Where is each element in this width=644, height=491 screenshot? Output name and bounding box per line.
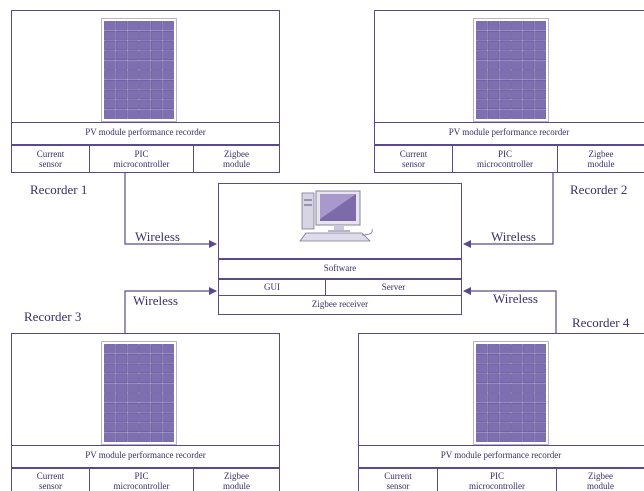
recorder-2-caption-box: [374, 122, 644, 145]
recorder-3-pic-microcontroller: PIC microcontroller: [89, 468, 194, 491]
wire-recorder-2: [463, 173, 554, 248]
wire-recorder-1: [124, 173, 217, 248]
recorder-4-current-sensor: Current sensor: [358, 468, 438, 491]
solar-panel-4: [473, 341, 549, 445]
recorder-4-label: Recorder 4: [572, 315, 630, 330]
recorder-4-caption-box: [358, 445, 644, 468]
recorder-3-label: Recorder 3: [24, 309, 82, 324]
recorder-1-caption: PV module performance recorder: [85, 127, 206, 137]
recorder-2-current-sensor: Current sensor: [374, 145, 453, 173]
solar-panel-2: [473, 18, 549, 122]
recorder-4-zigbee-module: Zigbee module: [556, 468, 644, 491]
wireless-label-1: Wireless: [135, 229, 180, 244]
software-label: Software: [323, 263, 357, 273]
server-label: Server: [381, 282, 406, 292]
recorder-1-current-sensor: Current sensor: [11, 145, 90, 173]
recorder-1-pic-microcontroller: PIC microcontroller: [89, 145, 194, 173]
solar-panel-1: [101, 18, 177, 122]
wire-recorder-4: [463, 287, 557, 333]
recorder-3-zigbee-module: Zigbee module: [193, 468, 280, 491]
gui-label: GUI: [264, 282, 280, 292]
recorder-2-label: Recorder 2: [570, 182, 628, 197]
recorder-1-caption-box: [11, 122, 280, 145]
zigbee-receiver-bar: [218, 295, 462, 315]
recorder-1-zigbee-module: Zigbee module: [193, 145, 280, 173]
solar-panel-3: [101, 341, 177, 445]
recorder-4-caption: PV module performance recorder: [440, 450, 562, 460]
wireless-label-2: Wireless: [491, 229, 536, 244]
software-bar: [218, 259, 462, 279]
recorder-3-caption: PV module performance recorder: [85, 450, 206, 460]
recorder-2-pic-microcontroller: PIC microcontroller: [452, 145, 558, 173]
wire-recorder-3: [124, 287, 217, 333]
zigbee-receiver-label: Zigbee receiver: [311, 299, 369, 309]
desktop-computer-icon: [292, 189, 378, 247]
recorder-1-label: Recorder 1: [30, 182, 88, 197]
recorder-4-pic-microcontroller: PIC microcontroller: [437, 468, 557, 491]
recorder-2-zigbee-module: Zigbee module: [557, 145, 644, 173]
wireless-label-3: Wireless: [133, 293, 178, 308]
wireless-label-4: Wireless: [493, 291, 538, 306]
recorder-3-caption-box: [11, 445, 280, 468]
recorder-2-caption: PV module performance recorder: [448, 127, 570, 137]
